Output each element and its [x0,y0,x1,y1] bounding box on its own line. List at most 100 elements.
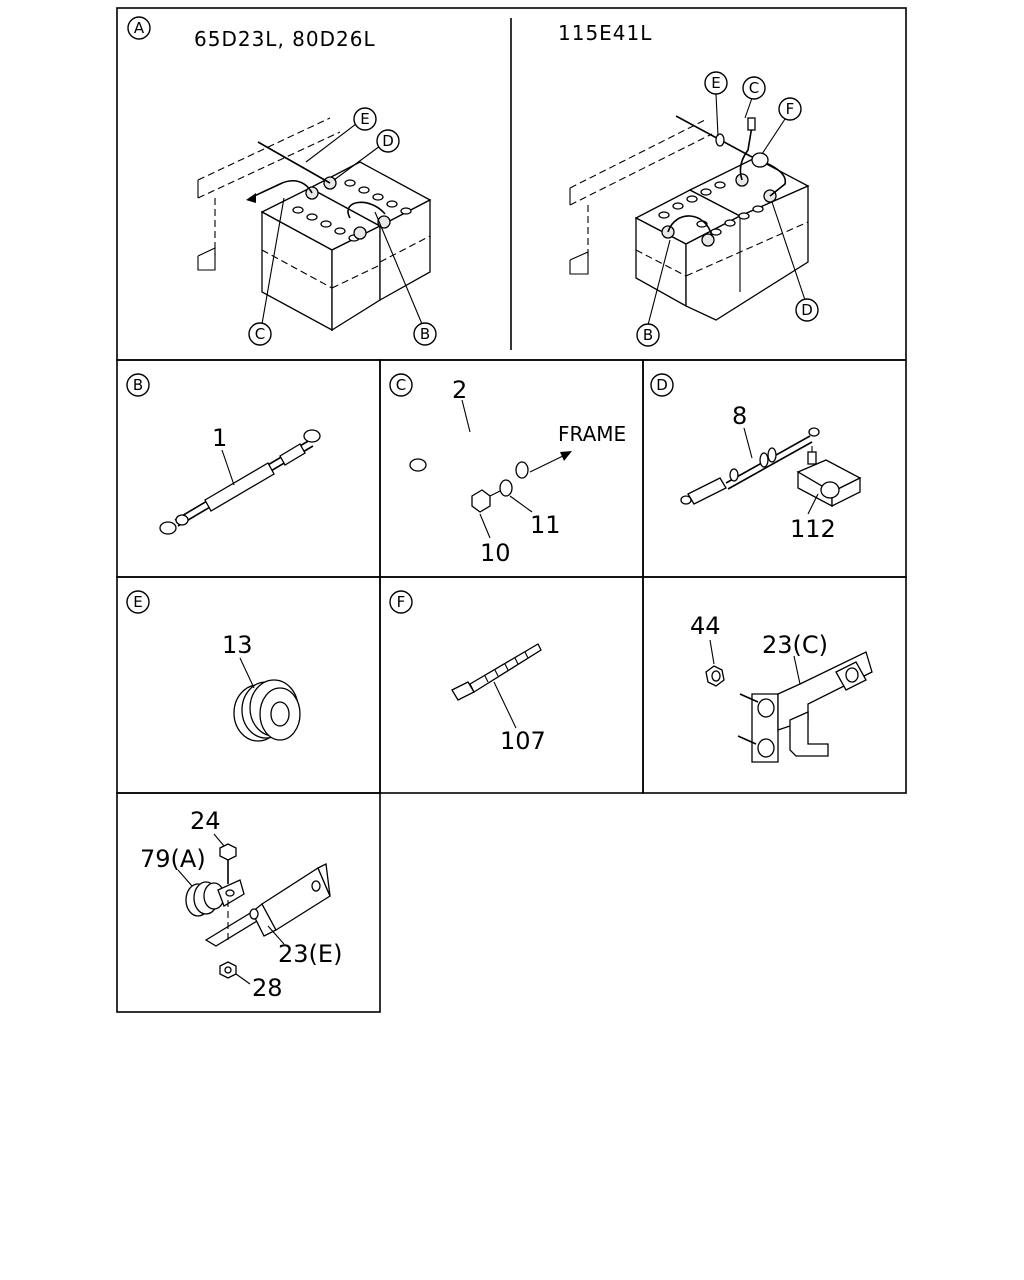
part-28-label: 28 [252,974,283,1002]
bolts-23c [737,693,759,745]
svg-text:B: B [133,376,143,394]
battery-cable-8 [680,427,820,505]
svg-text:D: D [656,376,668,394]
panel-a-left: A 65D23L, 80D26L [127,16,437,346]
callout-a: A [127,16,151,40]
part-8-label: 8 [732,402,747,430]
svg-text:E: E [133,593,142,611]
callout-f: F [389,590,413,614]
svg-text:D: D [801,301,813,319]
svg-text:D: D [382,132,394,150]
leader-107 [493,681,517,729]
panel-b: B 1 [126,373,321,535]
cable-tie-107 [451,643,542,701]
leader-44 [709,639,715,665]
battery-cable-1 [159,429,321,535]
grommet-13 [233,679,301,742]
clip-79a [185,879,245,917]
leader-1 [221,449,235,486]
svg-text:E: E [711,74,720,92]
part-79a-label: 79(A) [140,845,206,873]
part-10-label: 10 [480,539,511,567]
callout-b-right: B [636,323,660,347]
svg-text:C: C [255,325,265,343]
cable-b-right [667,215,713,237]
cable-d-right [675,115,786,197]
svg-text:A: A [134,19,145,37]
panel-c: C FRAME 2 10 11 [389,373,626,567]
svg-text:B: B [420,325,430,343]
battery-left-2 [308,161,432,302]
frame-label: FRAME [558,422,626,446]
leaders-a-left [261,123,423,325]
callout-c: C [389,373,413,397]
leader-23e [267,925,285,945]
callout-b-left: B [413,322,437,346]
part-13-label: 13 [222,631,253,659]
svg-text:B: B [643,326,653,344]
part-24-label: 24 [190,807,221,835]
part-107-label: 107 [500,727,546,755]
callout-c-left: C [248,322,272,346]
frame-rail-right [569,119,713,275]
panel-a-left-title: 65D23L, 80D26L [194,27,376,51]
part-2-label: 2 [452,376,467,404]
leader-112 [807,493,819,515]
part-112-label: 112 [790,515,836,543]
svg-text:E: E [360,110,369,128]
callout-c-right: C [742,76,766,100]
part-11-label: 11 [530,511,561,539]
leader-10 [479,513,491,539]
panel-e: E 13 [126,590,301,742]
cable-d-left [257,141,331,184]
svg-text:F: F [397,593,406,611]
panel-d: D 8 112 [650,373,862,543]
leaders-a-right [647,93,806,326]
svg-text:F: F [786,100,795,118]
bolt-24 [219,843,237,884]
leader-8 [743,427,753,459]
frame-rail-left [197,117,341,271]
callout-e-left: E [353,107,377,131]
panel-bracket-c: 44 23(C) [690,612,873,763]
part-1-label: 1 [212,424,227,452]
callout-d: D [650,373,674,397]
callout-e: E [126,590,150,614]
leader-13 [239,657,255,689]
cable-c-left [246,179,313,203]
leader-79a [177,869,193,887]
frame-arrow [529,451,572,473]
leader-2 [461,399,471,433]
bracket-23c [751,651,873,763]
bolt-10 [471,489,501,513]
callout-b: B [126,373,150,397]
callout-f-right: F [778,97,802,121]
part-23e-label: 23(E) [278,940,342,968]
panel-bracket-e: 24 79(A) 23(E) 28 [140,807,342,1002]
nut-28 [219,961,237,979]
cable-c-right [739,117,756,181]
battery-caps-left [292,176,412,242]
part-44-label: 44 [690,612,721,640]
callout-d-right: D [795,298,819,322]
terminal-clamp-112 [796,446,862,508]
cable-b-left [347,201,386,219]
panel-a-right: 115E41L [558,21,819,347]
part-23c-label: 23(C) [762,631,828,659]
washer-11 [499,479,513,497]
callout-e-right: E [704,71,728,95]
panel-f: F 107 [389,590,546,755]
leader-24 [213,833,225,847]
callout-d-left: D [376,129,400,153]
battery-cable-2 [409,417,529,479]
svg-text:C: C [396,376,406,394]
panel-grid [116,7,907,1013]
panel-a-right-title: 115E41L [558,21,652,45]
svg-text:C: C [749,79,759,97]
bracket-23e [204,863,331,947]
leader-28 [235,973,251,985]
nut-44 [705,665,725,687]
leader-23c [793,655,801,685]
leader-11 [509,495,533,513]
